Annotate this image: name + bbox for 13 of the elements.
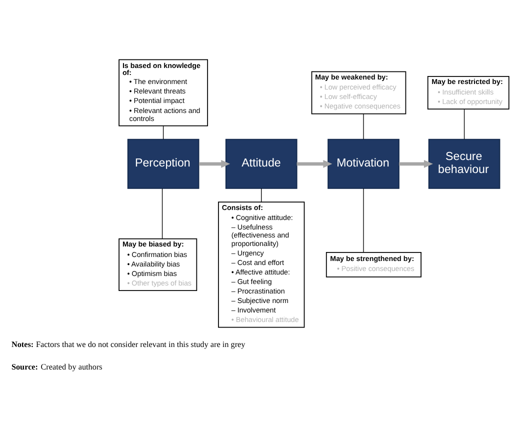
- node-box: Secure behaviour: [428, 138, 500, 188]
- connector: [261, 188, 262, 202]
- arrow: [296, 159, 332, 168]
- connector: [162, 188, 163, 239]
- arrow: [399, 159, 433, 168]
- connector: [363, 113, 364, 140]
- connector: [464, 108, 465, 139]
- connector: [363, 188, 364, 252]
- node-box: Attitude: [225, 138, 298, 188]
- node-box: Motivation: [328, 138, 400, 188]
- connector: [162, 125, 164, 140]
- arrow: [198, 159, 230, 168]
- node-box: Perception: [127, 138, 200, 188]
